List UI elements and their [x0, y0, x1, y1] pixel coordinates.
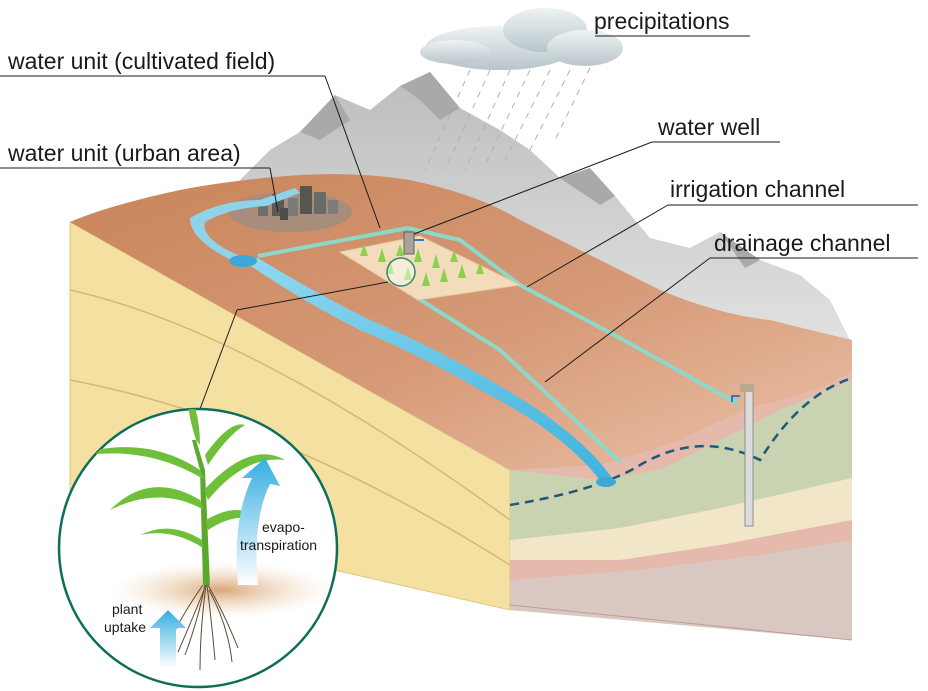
- label-precipitations: precipitations: [594, 8, 730, 34]
- leader-lines: [0, 35, 918, 410]
- water-well-large: [731, 384, 754, 527]
- cultivated-field: [338, 235, 522, 301]
- label-evapo-line2: transpiration: [240, 537, 317, 553]
- label-water-well: water well: [657, 114, 760, 140]
- label-plant-line1: plant: [112, 601, 142, 617]
- label-plant-line2: uptake: [104, 619, 146, 635]
- evapotranspiration-arrow-icon: [236, 458, 280, 585]
- soil-patch: [112, 562, 332, 618]
- mountain-range: [230, 72, 852, 380]
- label-irrigation-channel: irrigation channel: [670, 176, 845, 202]
- soil-block-side: [509, 372, 853, 641]
- rain-cloud: [420, 8, 623, 70]
- rain-streaks: [424, 67, 591, 171]
- plant-uptake-arrow-icon: [150, 610, 186, 668]
- label-drainage-channel: drainage channel: [714, 230, 890, 256]
- land-surface: [70, 174, 852, 470]
- label-evapo-line1: evapo-: [262, 519, 305, 535]
- plant-inset: [57, 407, 339, 689]
- label-water-unit-field: water unit (cultivated field): [7, 48, 275, 74]
- drainage-river: [190, 188, 616, 487]
- label-water-unit-urban: water unit (urban area): [7, 140, 241, 166]
- water-well-small: [403, 231, 424, 255]
- water-table-line: [509, 376, 853, 507]
